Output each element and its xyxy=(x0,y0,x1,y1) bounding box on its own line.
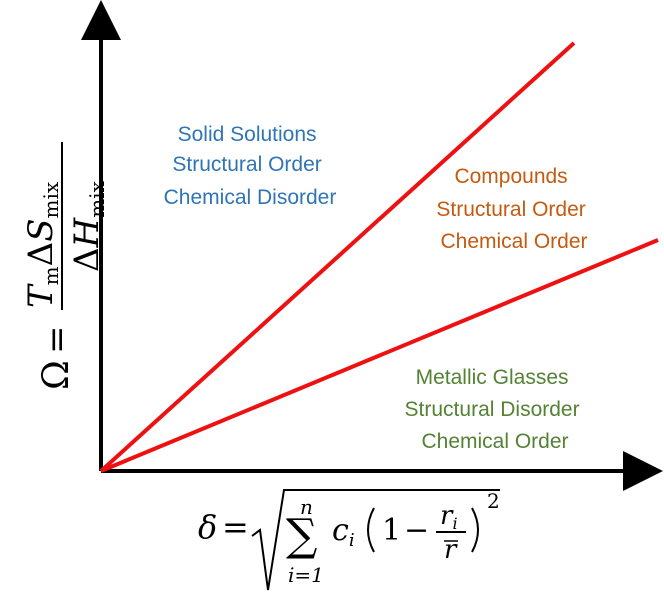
svg-text:ri: ri xyxy=(440,501,458,533)
metallic-glasses-label: Metallic Glasses Structural Disorder Che… xyxy=(405,366,586,453)
svg-text:=: = xyxy=(37,326,77,355)
svg-text:TmΔSmix: TmΔSmix xyxy=(21,181,63,308)
svg-text:n: n xyxy=(300,495,313,519)
svg-text:2: 2 xyxy=(487,489,500,513)
svg-text:r: r xyxy=(444,535,458,565)
lower-boundary-line xyxy=(100,238,659,473)
left-paren xyxy=(367,507,375,553)
square-root-sign xyxy=(251,489,500,591)
x-axis-formula: δ = n ∑ i=1 ci 1 − ri r 2 xyxy=(198,489,500,591)
svg-text:1: 1 xyxy=(382,513,401,548)
svg-text:∑: ∑ xyxy=(286,510,317,561)
svg-text:Ω: Ω xyxy=(36,360,77,390)
svg-text:i=1: i=1 xyxy=(288,563,324,587)
svg-text:ci: ci xyxy=(332,513,355,551)
svg-text:ΔHmix: ΔHmix xyxy=(67,180,109,272)
right-paren xyxy=(471,507,479,553)
compounds-label: Compounds Structural Order Chemical Orde… xyxy=(436,165,591,253)
y-axis-formula: Ω = TmΔSmix ΔHmix xyxy=(21,142,109,390)
upper-boundary-line xyxy=(99,41,576,473)
svg-text:=: = xyxy=(222,508,249,546)
svg-text:δ: δ xyxy=(198,508,217,546)
svg-text:−: − xyxy=(404,513,429,548)
solid-solutions-label: Solid Solutions Structural Order Chemica… xyxy=(164,123,337,209)
